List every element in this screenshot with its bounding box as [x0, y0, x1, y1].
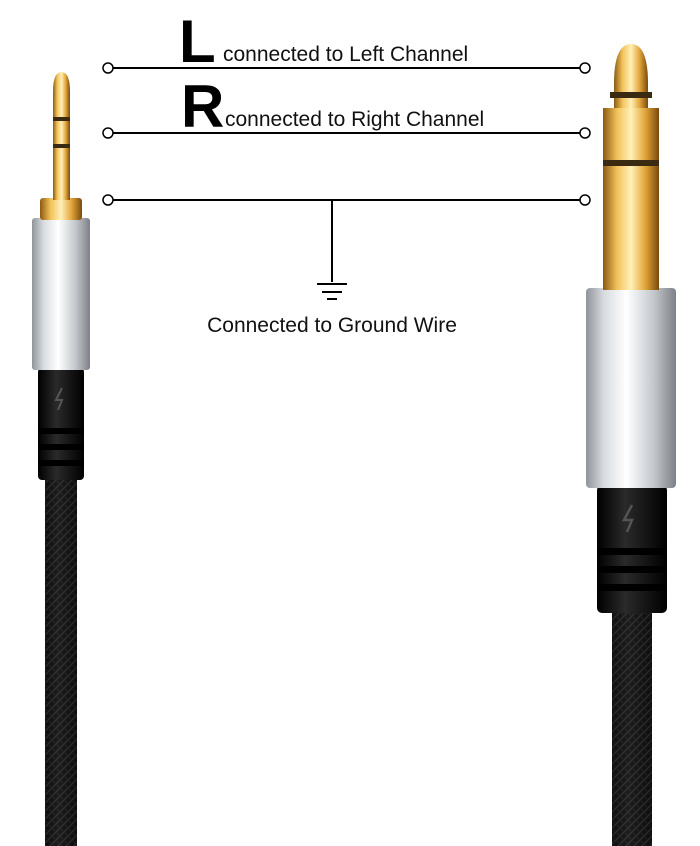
left-strain-relief: [38, 368, 84, 480]
right-letter: R: [181, 73, 224, 140]
left-metal-barrel: [32, 218, 90, 370]
right-gold-shaft: [603, 108, 659, 290]
right-metal-barrel: [586, 288, 676, 488]
right-channel-line: [102, 127, 591, 139]
left-channel-label: connected to Left Channel: [223, 43, 468, 66]
ground-line: [102, 194, 591, 282]
right-6.35mm-plug: [586, 44, 676, 846]
left-3.5mm-plug: [32, 72, 90, 846]
ground-symbol-icon: [317, 283, 347, 300]
right-channel-label: connected to Right Channel: [225, 108, 484, 131]
left-channel-line: [102, 62, 591, 74]
ground-label: Connected to Ground Wire: [207, 314, 457, 337]
left-letter: L: [179, 8, 216, 75]
